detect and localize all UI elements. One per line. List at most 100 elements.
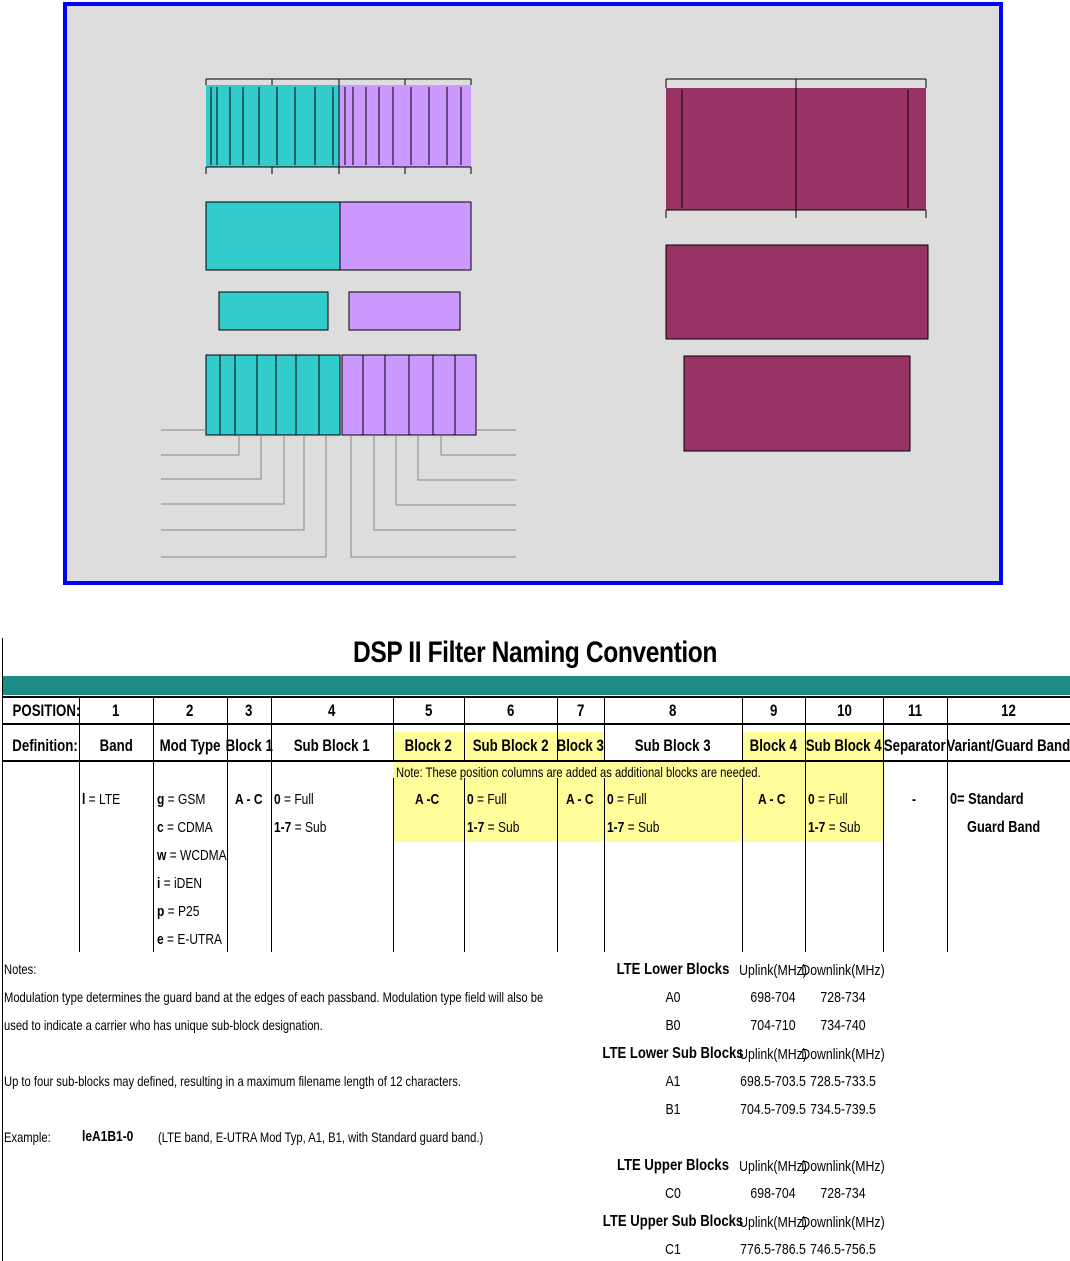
sub-block4-full: 0 = Full <box>808 791 848 808</box>
lte-group-heading: LTE Upper Blocks <box>616 1157 730 1174</box>
highlight-body <box>393 762 883 842</box>
position-4: 4 <box>328 701 336 720</box>
position-2: 2 <box>186 701 194 720</box>
def-band: Band <box>99 736 133 755</box>
lte-group-heading: LTE Upper Sub Blocks <box>602 1213 744 1230</box>
col-rule <box>883 698 884 952</box>
band-diagram <box>63 2 1003 585</box>
uplink-header: Uplink(MHz) <box>739 1158 807 1175</box>
col-rule <box>604 698 605 760</box>
page-title: DSP II Filter Naming Convention <box>352 636 718 669</box>
position-12: 12 <box>1001 701 1016 720</box>
col-rule <box>464 698 465 760</box>
col-rule <box>227 698 228 952</box>
variant-line2: Guard Band <box>967 819 1041 836</box>
variant-line1: 0= Standard <box>950 791 1024 808</box>
sub-block2-full: 0 = Full <box>467 791 507 808</box>
col-rule <box>805 698 806 952</box>
example-code: leA1B1-0 <box>82 1128 134 1145</box>
notes-line2: used to indicate a carrier who has uniqu… <box>4 1017 323 1033</box>
def-block3: Block 3 <box>556 736 605 755</box>
position-9: 9 <box>769 701 778 720</box>
position-1: 1 <box>112 701 120 720</box>
uplink-header: Uplink(MHz) <box>739 1046 807 1063</box>
left-border <box>2 638 3 1261</box>
mod-type-eutra: e = E-UTRA <box>157 931 223 948</box>
position-5: 5 <box>424 701 433 720</box>
uplink-value: 698-704 <box>750 1185 796 1202</box>
lte-block-name: A1 <box>665 1073 681 1090</box>
def-variant: Variant/Guard Band <box>946 736 1070 755</box>
downlink-value: 746.5-756.5 <box>810 1241 876 1258</box>
downlink-value: 728-734 <box>820 1185 866 1202</box>
notes-line1: Modulation type determines the guard ban… <box>4 989 544 1005</box>
def-separator: Separator <box>884 736 946 755</box>
col-rule <box>393 698 394 760</box>
downlink-value: 734-740 <box>820 1017 866 1034</box>
lte-group-heading: LTE Lower Blocks <box>616 961 730 978</box>
small-block-teal <box>218 291 329 331</box>
sub-block4-sub: 1-7 = Sub <box>808 819 861 836</box>
def-sub-block3: Sub Block 3 <box>635 736 711 755</box>
sub-block1-sub: 1-7 = Sub <box>274 819 327 836</box>
mod-type-iden: i = iDEN <box>157 875 203 892</box>
block1-range: A - C <box>235 791 263 808</box>
position-8: 8 <box>669 701 677 720</box>
small-block-lavender <box>348 291 461 331</box>
block3-range: A - C <box>566 791 594 808</box>
highlight-header-block2 <box>393 732 605 761</box>
upper-small-block <box>683 355 911 452</box>
def-sub-block4: Sub Block 4 <box>806 736 882 755</box>
position-6: 6 <box>506 701 515 720</box>
block2-range: A -C <box>415 791 440 808</box>
lte-block-name: A0 <box>665 989 681 1006</box>
example-description: (LTE band, E-UTRA Mod Typ, A1, B1, with … <box>158 1129 484 1145</box>
sub-block-bar-top-left <box>205 78 472 174</box>
downlink-header: Downlink(MHz) <box>801 962 885 979</box>
col-rule <box>393 778 394 952</box>
full-block-lavender <box>339 201 472 271</box>
col-rule <box>153 698 154 952</box>
separator-value: - <box>912 791 916 808</box>
col-rule <box>947 698 948 952</box>
col-rule <box>79 698 80 952</box>
downlink-value: 734.5-739.5 <box>810 1101 876 1118</box>
rule-definition-bottom <box>3 760 1070 762</box>
lte-block-name: B0 <box>665 1017 681 1034</box>
def-sub-block2: Sub Block 2 <box>472 736 549 755</box>
position-3: 3 <box>245 701 253 720</box>
position-label: POSITION: <box>12 701 81 720</box>
sub-block1-full: 0 = Full <box>274 791 314 808</box>
notes-line3: Up to four sub-blocks may defined, resul… <box>4 1073 461 1089</box>
col-rule <box>464 778 465 952</box>
rule-position-bottom <box>3 723 1070 725</box>
downlink-header: Downlink(MHz) <box>801 1046 885 1063</box>
uplink-value: 704.5-709.5 <box>740 1101 806 1118</box>
sub-block3-sub: 1-7 = Sub <box>607 819 660 836</box>
sub-block2-sub: 1-7 = Sub <box>467 819 520 836</box>
mod-type-wcdma: w = WCDMA <box>157 847 227 864</box>
added-blocks-note: Note: These position columns are added a… <box>396 764 761 780</box>
uplink-value: 698.5-703.5 <box>740 1073 806 1090</box>
col-rule <box>604 778 605 952</box>
position-7: 7 <box>576 701 585 720</box>
position-10: 10 <box>836 701 852 720</box>
downlink-value: 728-734 <box>820 989 866 1006</box>
block4-range: A - C <box>758 791 786 808</box>
uplink-value: 776.5-786.5 <box>740 1241 806 1258</box>
upper-full-block <box>665 244 929 340</box>
col-rule <box>271 698 272 952</box>
sub-block3-full: 0 = Full <box>607 791 647 808</box>
band-value: l = LTE <box>82 791 121 808</box>
downlink-header: Downlink(MHz) <box>801 1214 885 1231</box>
col-rule <box>742 698 743 760</box>
uplink-value: 704-710 <box>750 1017 796 1034</box>
def-sub-block1: Sub Block 1 <box>294 736 370 755</box>
full-block-teal <box>205 201 341 271</box>
col-rule <box>557 698 558 760</box>
uplink-header: Uplink(MHz) <box>739 962 807 979</box>
lte-block-name: C0 <box>665 1185 681 1202</box>
rule-header-top <box>3 696 1070 698</box>
lte-block-name: C1 <box>665 1241 681 1258</box>
example-label: Example: <box>4 1129 51 1145</box>
